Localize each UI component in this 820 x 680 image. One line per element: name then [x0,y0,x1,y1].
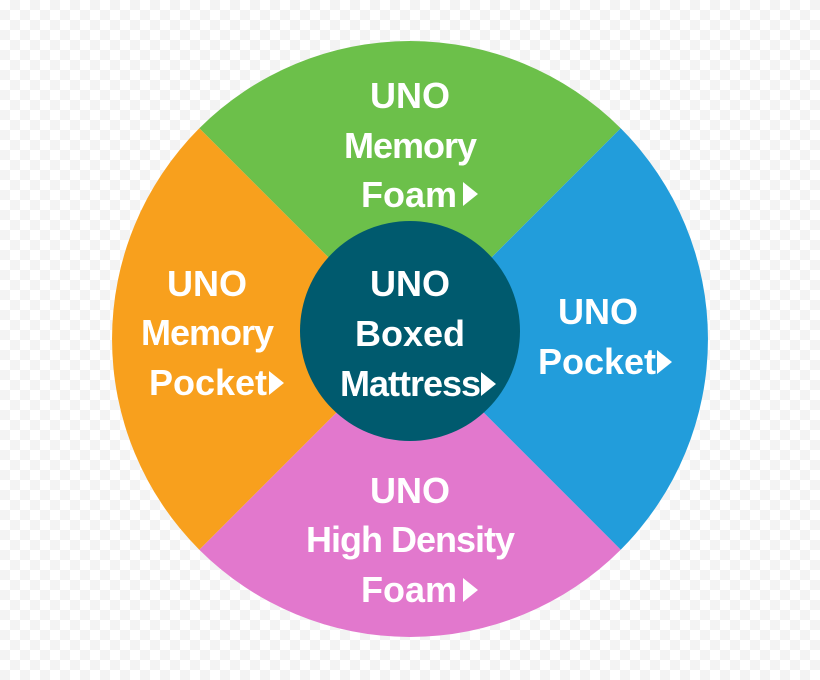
center-boxed-mattress[interactable] [300,221,520,441]
high-density-foam-line-3: Foam [361,569,457,610]
segment-pocket[interactable] [410,128,708,550]
memory-foam-arrow-icon [463,182,478,206]
boxed-mattress-line-3: Mattress [340,363,480,404]
memory-pocket-line-1: UNO [167,263,247,304]
segment-high-density-foam[interactable] [199,339,621,637]
boxed-mattress-line-2: Boxed [355,313,465,354]
segment-memory-foam[interactable] [199,41,621,339]
high-density-foam-arrow-icon [463,578,478,602]
memory-foam-line-3: Foam [361,174,457,215]
pocket-line-1: UNO [558,291,638,332]
memory-pocket-arrow-icon [269,371,284,395]
segment-memory-pocket[interactable] [112,128,410,550]
pocket-line-2: Pocket [538,341,656,382]
memory-pocket-line-2: Memory [141,312,274,353]
high-density-foam-line-1: UNO [370,470,450,511]
pocket-arrow-icon [657,350,672,374]
boxed-mattress-arrow-icon [481,372,496,396]
high-density-foam-line-2: High Density [306,519,515,560]
boxed-mattress-line-1: UNO [370,263,450,304]
memory-foam-line-1: UNO [370,75,450,116]
memory-pocket-line-3: Pocket [149,362,267,403]
memory-foam-line-2: Memory [344,125,477,166]
